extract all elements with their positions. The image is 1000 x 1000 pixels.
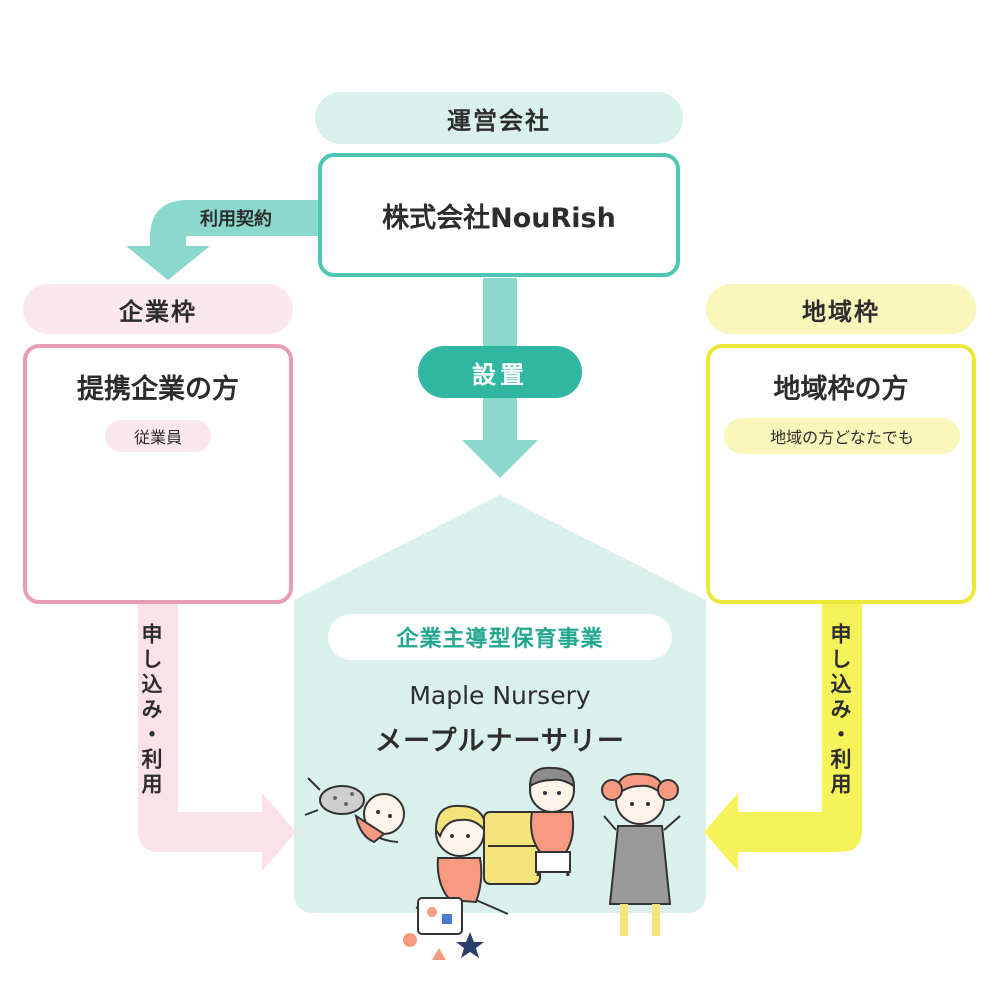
local-subtitle: 地域の方どなたでも [724, 418, 960, 454]
star-decoration [456, 932, 484, 958]
nursery-name-ja: メープルナーサリー [375, 725, 625, 757]
ball-decoration [403, 933, 417, 947]
local-heading: 地域枠 [706, 284, 976, 334]
children-illustration [304, 766, 681, 936]
corporate-subtitle: 従業員 [105, 420, 211, 452]
corporate-box [23, 344, 293, 604]
apply-arrow-left [138, 604, 296, 871]
local-title: 地域枠の方 [773, 373, 909, 405]
corporate-heading: 企業枠 [23, 284, 293, 334]
triangle-decoration [432, 948, 446, 960]
nursery-name-en: Maple Nursery [409, 680, 591, 710]
corporate-title: 提携企業の方 [77, 373, 239, 405]
business-type-label: 企業主導型保育事業 [328, 614, 672, 660]
operator-heading: 運営会社 [315, 92, 683, 144]
apply-arrow-right [704, 604, 862, 871]
apply-label-left: 申し込み・利用 [139, 623, 163, 798]
local-box [706, 344, 976, 604]
contract-label: 利用契約 [200, 209, 272, 230]
setup-label: 設置 [418, 346, 582, 398]
company-name-box: 株式会社NouRish [318, 153, 680, 277]
contract-arrow-body [126, 200, 320, 280]
apply-label-right: 申し込み・利用 [828, 623, 852, 798]
